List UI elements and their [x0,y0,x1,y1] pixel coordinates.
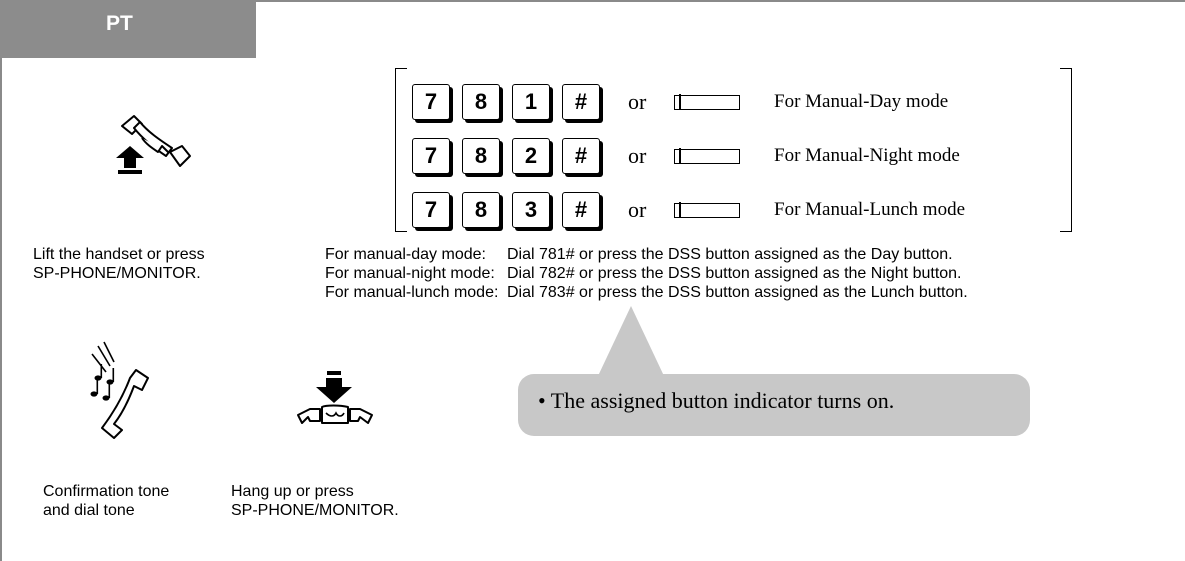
instruction-day-text: Dial 781# or press the DSS button assign… [507,246,953,263]
key-8[interactable]: 8 [462,192,500,228]
key-hash[interactable]: # [562,84,600,120]
mode-label-night: For Manual-Night mode [774,145,960,166]
instruction-night-text: Dial 782# or press the DSS button assign… [507,265,962,282]
step-confirm-text: Confirmation tone and dial tone [43,483,170,519]
handset-hangup-icon [297,371,373,424]
or-label: or [628,89,647,114]
key-7[interactable]: 7 [412,192,450,228]
dss-button-icon[interactable] [674,148,740,164]
dss-button-icon[interactable] [674,202,740,218]
key-8[interactable]: 8 [462,138,500,174]
key-group-bracket-right [1060,68,1072,232]
key-3[interactable]: 3 [512,192,550,228]
key-group-bracket-left [395,68,407,232]
key-2[interactable]: 2 [512,138,550,174]
section-tab-label: PT [106,12,133,35]
instruction-night-label: For manual-night mode: [325,265,495,282]
step-lift-text: Lift the handset or press SP-PHONE/MONIT… [33,246,205,282]
mode-label-lunch: For Manual-Lunch mode [774,199,966,220]
key-7[interactable]: 7 [412,138,450,174]
key-row-night: 7 8 2 # or For Manual-Night mode [412,133,960,179]
confirmation-tone-icon [90,341,149,439]
section-tab: PT [0,0,256,58]
handset-lift-icon [116,115,191,174]
frame-left-border [0,0,2,561]
key-1[interactable]: 1 [512,84,550,120]
instruction-day-label: For manual-day mode: [325,246,486,263]
mode-label-day: For Manual-Day mode [774,91,949,112]
key-row-day: 7 8 1 # or For Manual-Day mode [412,79,948,125]
key-7[interactable]: 7 [412,84,450,120]
callout-pointer [598,306,664,376]
key-8[interactable]: 8 [462,84,500,120]
step-hangup-text: Hang up or press SP-PHONE/MONITOR. [231,483,399,519]
or-label: or [628,143,647,168]
frame-top-border [0,0,1185,2]
instruction-lunch-label: For manual-lunch mode: [325,284,499,301]
key-hash[interactable]: # [562,192,600,228]
note-text: • The assigned button indicator turns on… [538,388,895,413]
dss-button-icon[interactable] [674,94,740,110]
key-row-lunch: 7 8 3 # or For Manual-Lunch mode [412,187,965,233]
instruction-lunch-text: Dial 783# or press the DSS button assign… [507,284,968,301]
key-hash[interactable]: # [562,138,600,174]
or-label: or [628,197,647,222]
note-callout [518,374,1030,436]
